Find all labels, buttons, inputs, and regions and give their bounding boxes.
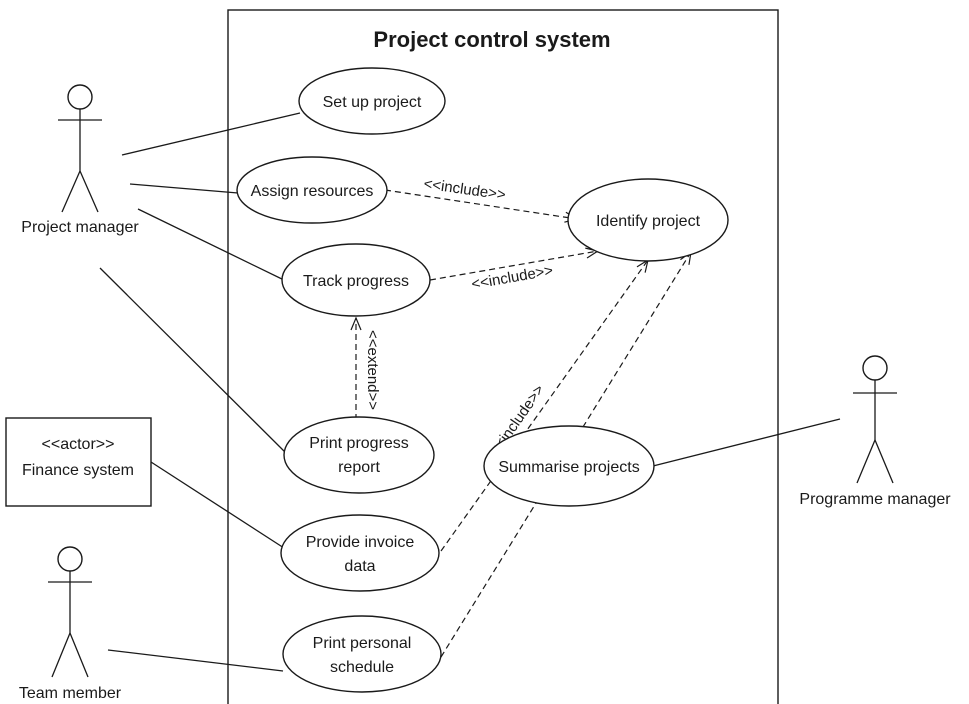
use-case-identify-project-label: Identify project	[596, 213, 701, 230]
actor-finance-system: <<actor>> Finance system	[5, 417, 152, 507]
use-case-identify-project: Identify project	[567, 178, 729, 262]
actor-team-member: Team member	[19, 546, 122, 702]
use-case-print-personal-schedule: Print personal schedule	[282, 615, 442, 693]
system-title: Project control system	[373, 27, 610, 52]
use-case-print-progress-report-line2: report	[338, 459, 380, 476]
associations	[99, 112, 841, 672]
use-case-print-personal-schedule-line2: schedule	[330, 659, 394, 676]
actor-team-member-label: Team member	[19, 685, 122, 702]
use-case-print-progress-report-line1: Print progress	[309, 435, 409, 452]
use-case-provide-invoice-data: Provide invoice data	[280, 514, 440, 592]
actor-project-manager-label: Project manager	[21, 219, 139, 236]
actor-programme-manager: Programme manager	[799, 355, 951, 508]
use-case-set-up-project: Set up project	[298, 67, 446, 135]
finance-system-label: Finance system	[22, 462, 134, 479]
use-case-summarise-projects: Summarise projects	[483, 425, 655, 507]
use-case-assign-resources: Assign resources	[236, 156, 388, 224]
use-case-assign-resources-label: Assign resources	[251, 183, 374, 200]
use-case-provide-invoice-data-line1: Provide invoice	[306, 534, 415, 551]
actor-project-manager: Project manager	[21, 84, 139, 236]
use-case-provide-invoice-data-line2: data	[344, 558, 375, 575]
extend-label: <<extend>>	[364, 330, 381, 410]
finance-system-stereotype: <<actor>>	[42, 436, 115, 453]
use-case-print-personal-schedule-line1: Print personal	[313, 635, 412, 652]
system-boundary	[227, 9, 779, 704]
use-case-track-progress-label: Track progress	[303, 273, 409, 290]
use-case-print-progress-report: Print progress report	[283, 416, 435, 494]
use-case-summarise-projects-label: Summarise projects	[498, 459, 639, 476]
use-case-set-up-project-label: Set up project	[323, 94, 422, 111]
actor-programme-manager-label: Programme manager	[799, 491, 951, 508]
use-case-track-progress: Track progress	[281, 243, 431, 317]
